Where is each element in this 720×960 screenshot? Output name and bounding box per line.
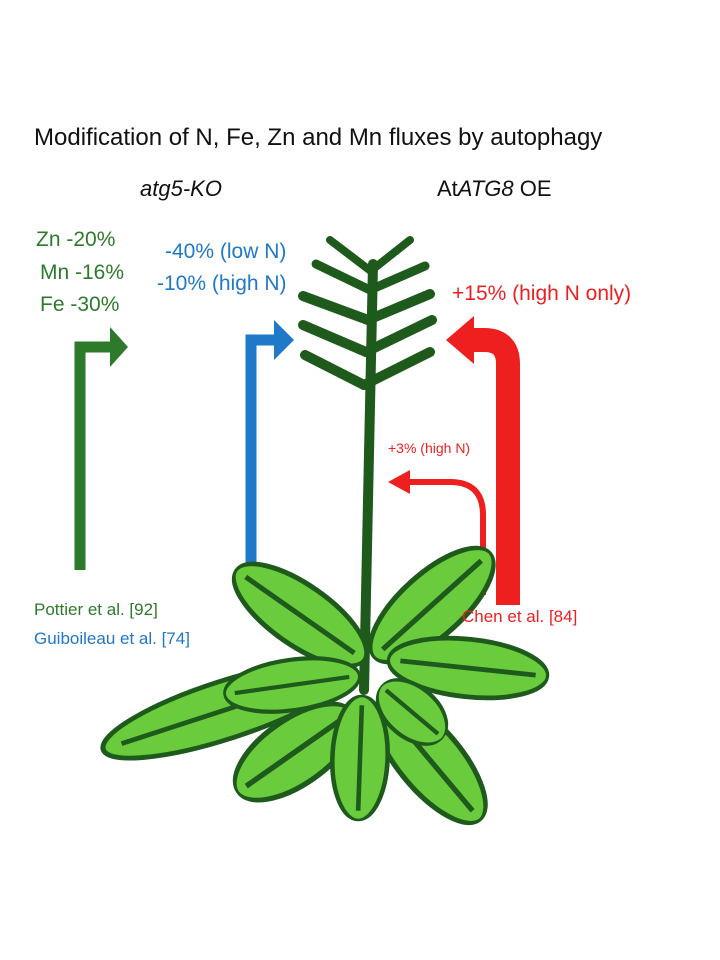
atatg8-oe-label: AtATG8 OE bbox=[437, 176, 552, 202]
atatg8-gene: ATG8 bbox=[457, 176, 514, 201]
green-flux-arrow bbox=[74, 341, 112, 570]
mn-value: Mn -16% bbox=[40, 261, 125, 284]
atatg8-prefix: At bbox=[437, 176, 458, 201]
fe-value: Fe -30% bbox=[40, 293, 120, 316]
red-small-flux-arrow bbox=[410, 479, 486, 595]
rosette bbox=[94, 530, 550, 840]
pottier-reference: Pottier et al. [92] bbox=[34, 600, 158, 619]
red-main-arrow-head bbox=[446, 316, 474, 364]
high-n-value: -10% (high N) bbox=[157, 272, 287, 295]
zn-value: Zn -20% bbox=[36, 228, 116, 251]
red-main-flux-arrow bbox=[470, 328, 520, 605]
atg5-ko-label: atg5-KO bbox=[140, 176, 222, 201]
atatg8-suffix: OE bbox=[513, 176, 552, 201]
green-arrow-head bbox=[110, 327, 128, 367]
low-n-value: -40% (low N) bbox=[165, 240, 287, 263]
blue-arrow-head bbox=[274, 320, 294, 360]
small-high-n-value: +3% (high N) bbox=[388, 440, 471, 456]
guiboileau-reference: Guiboileau et al. [74] bbox=[34, 629, 190, 648]
chen-reference: Chen et al. [84] bbox=[462, 607, 578, 626]
blue-flux-arrow bbox=[245, 334, 276, 570]
red-small-arrow-head bbox=[388, 470, 410, 494]
diagram-title: Modification of N, Fe, Zn and Mn fluxes … bbox=[34, 124, 603, 151]
inflorescence bbox=[298, 236, 437, 695]
high-n-only-value: +15% (high N only) bbox=[452, 282, 632, 305]
